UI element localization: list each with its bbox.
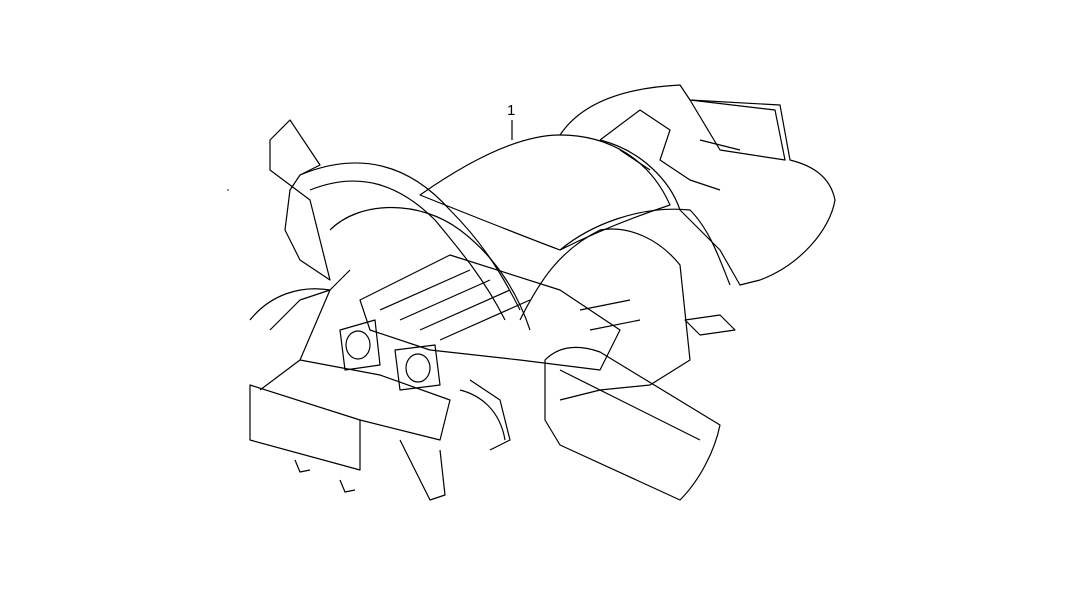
floor-pan [359, 254, 621, 371]
windshield-arch [329, 207, 531, 331]
b-pillar-right [559, 208, 731, 286]
a-pillar-left [299, 162, 521, 311]
strut-towers [339, 319, 441, 391]
roof-panel [419, 134, 671, 251]
rear-window-frame [689, 99, 786, 161]
stray-dot [227, 189, 229, 191]
subframe-brackets [294, 379, 511, 501]
rear-structure [599, 109, 741, 191]
callout-number-1: 1 [507, 102, 516, 119]
front-door-right [544, 346, 721, 501]
wheel-arch-front [249, 288, 506, 441]
strut-mount-left [345, 330, 371, 360]
front-crossmember [249, 384, 361, 471]
front-fender-left [269, 119, 331, 281]
strut-mount-right [405, 353, 431, 383]
front-door-line [559, 369, 701, 441]
a-pillar-left-inner [309, 180, 506, 321]
floor-ribs [379, 269, 641, 341]
rear-body [559, 84, 836, 286]
rear-bracket [684, 314, 736, 336]
